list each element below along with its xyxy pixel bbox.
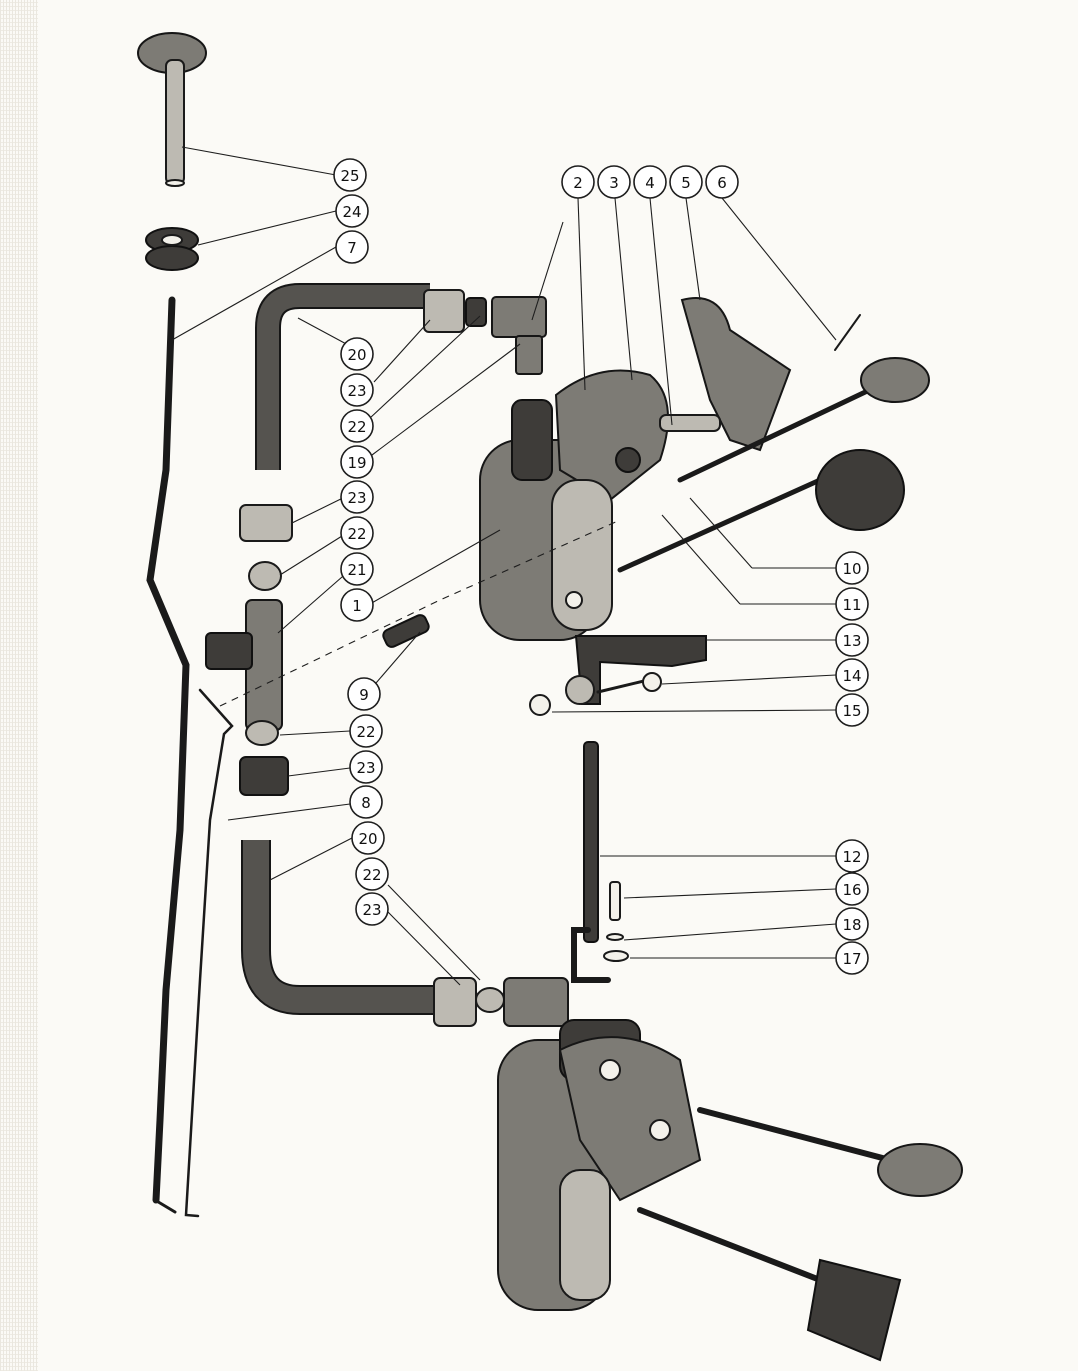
callout-label: 5 bbox=[681, 174, 691, 192]
callout-label: 1 bbox=[352, 597, 362, 615]
callout-label: 2 bbox=[573, 174, 583, 192]
callout-label: 18 bbox=[842, 916, 861, 934]
spring-part bbox=[382, 614, 430, 648]
callout-label: 12 bbox=[842, 848, 861, 866]
upper-levers-part bbox=[617, 297, 930, 573]
callout-20-upper: 20 bbox=[340, 337, 374, 371]
callout-label: 8 bbox=[361, 794, 371, 812]
upper-valve-body-part bbox=[479, 369, 669, 641]
callout-22-lower-sleeve: 22 bbox=[349, 714, 383, 748]
callout-label: 25 bbox=[340, 167, 359, 185]
leader-lines bbox=[171, 146, 837, 986]
callout-label: 6 bbox=[717, 174, 727, 192]
nut-fitting-part bbox=[239, 504, 293, 542]
link-rod-part bbox=[184, 688, 234, 1218]
callout-label: 7 bbox=[347, 239, 357, 257]
callout-label: 16 bbox=[842, 881, 861, 899]
callout-14: 14 bbox=[835, 658, 869, 692]
callout-label: 4 bbox=[645, 174, 655, 192]
clevis-part bbox=[571, 881, 629, 983]
callout-label: 23 bbox=[356, 759, 375, 777]
callout-10: 10 bbox=[835, 551, 869, 585]
callout-18: 18 bbox=[835, 907, 869, 941]
callout-23-nut: 23 bbox=[340, 480, 374, 514]
callout-16: 16 bbox=[835, 872, 869, 906]
sleeve-fitting-part bbox=[248, 561, 282, 591]
lower-levers-part bbox=[637, 1107, 963, 1362]
callout-label: 21 bbox=[347, 561, 366, 579]
callout-label: 10 bbox=[842, 560, 861, 578]
lower-tube-part bbox=[241, 840, 440, 1015]
callout-5: 5 bbox=[669, 165, 703, 199]
callout-22-upper: 22 bbox=[340, 409, 374, 443]
lower-valve-body-part bbox=[497, 1019, 702, 1311]
callout-label: 23 bbox=[362, 901, 381, 919]
callout-22-lower: 22 bbox=[355, 857, 389, 891]
callout-label: 17 bbox=[842, 950, 861, 968]
control-knob-rod-part bbox=[137, 32, 207, 187]
bracket-part bbox=[529, 635, 707, 716]
callout-label: 20 bbox=[358, 830, 377, 848]
callout-23-lower: 23 bbox=[355, 892, 389, 926]
callout-15: 15 bbox=[835, 693, 869, 727]
upper-fittings-part bbox=[423, 289, 547, 375]
scan-edge-texture bbox=[0, 0, 38, 1371]
callout-3: 3 bbox=[597, 165, 631, 199]
bushing-part bbox=[145, 227, 199, 271]
callout-label: 23 bbox=[347, 489, 366, 507]
callout-23-lower-nut: 23 bbox=[349, 750, 383, 784]
callout-8: 8 bbox=[349, 785, 383, 819]
callout-label: 23 bbox=[347, 382, 366, 400]
callout-6: 6 bbox=[705, 165, 739, 199]
callout-label: 9 bbox=[359, 686, 369, 704]
callout-label: 22 bbox=[362, 866, 381, 884]
callout-24: 24 bbox=[335, 194, 369, 228]
callout-label: 15 bbox=[842, 702, 861, 720]
callout-1: 1 bbox=[340, 588, 374, 622]
lower-nut-part bbox=[239, 756, 289, 796]
lower-fittings-part bbox=[433, 977, 569, 1027]
callout-label: 3 bbox=[609, 174, 619, 192]
callout-20-lower: 20 bbox=[351, 821, 385, 855]
callout-4: 4 bbox=[633, 165, 667, 199]
connecting-rod-part bbox=[583, 741, 599, 943]
callout-label: 24 bbox=[342, 203, 361, 221]
callout-22-sleeve: 22 bbox=[340, 516, 374, 550]
callout-25: 25 bbox=[333, 158, 367, 192]
callout-21: 21 bbox=[340, 552, 374, 586]
callout-label: 19 bbox=[347, 454, 366, 472]
tee-fitting-part bbox=[205, 599, 283, 731]
callout-2: 2 bbox=[561, 165, 595, 199]
callout-label: 14 bbox=[842, 667, 861, 685]
callout-19: 19 bbox=[340, 445, 374, 479]
callout-7: 7 bbox=[335, 230, 369, 264]
callout-label: 13 bbox=[842, 632, 861, 650]
callout-23-upper: 23 bbox=[340, 373, 374, 407]
callout-label: 22 bbox=[347, 525, 366, 543]
long-rod-part bbox=[146, 296, 190, 1214]
callout-label: 22 bbox=[347, 418, 366, 436]
callout-label: 20 bbox=[347, 346, 366, 364]
callout-12: 12 bbox=[835, 839, 869, 873]
upper-tube-part bbox=[255, 283, 430, 470]
callout-label: 22 bbox=[356, 723, 375, 741]
lower-sleeve-part bbox=[245, 720, 279, 746]
callout-13: 13 bbox=[835, 623, 869, 657]
callout-label: 11 bbox=[842, 596, 861, 614]
callout-17: 17 bbox=[835, 941, 869, 975]
callout-11: 11 bbox=[835, 587, 869, 621]
callout-9: 9 bbox=[347, 677, 381, 711]
